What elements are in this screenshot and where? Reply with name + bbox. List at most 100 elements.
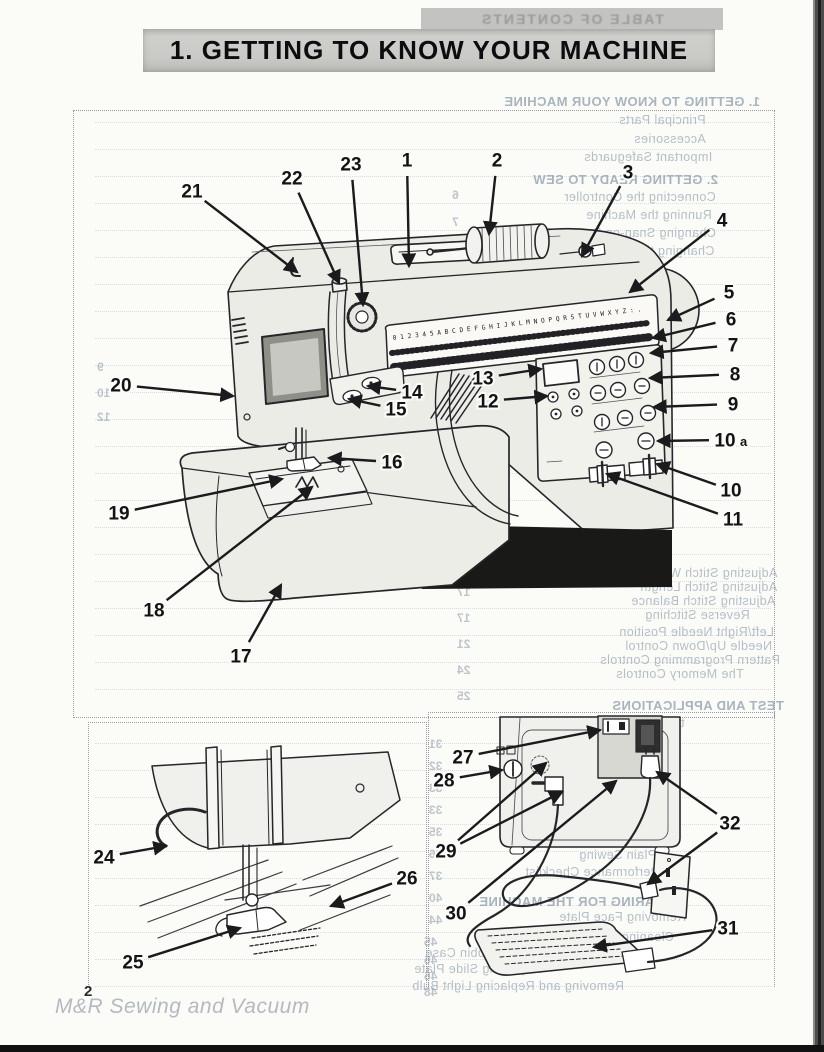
callout-label-30: 30: [445, 904, 466, 925]
bleedthrough-dot-leader: [95, 851, 771, 852]
toc-bleed-banner: TABLE OF CONTENTS: [421, 8, 723, 30]
callout-label-23: 23: [340, 155, 361, 176]
bleedthrough-dot-leader: [95, 932, 771, 933]
callout-arrow-29: [457, 761, 548, 842]
callout-arrow-12: [503, 389, 550, 405]
callout-arrow-10a: [655, 433, 710, 449]
callout-label-16: 16: [381, 453, 402, 474]
callout-arrow-32: [655, 770, 718, 815]
callout-arrow-15: [346, 394, 381, 409]
callout-label-20: 20: [110, 376, 131, 397]
callout-arrow-22: [297, 192, 341, 286]
callout-label-7: 7: [728, 336, 739, 357]
callout-arrow-30: [467, 779, 618, 904]
bleedthrough-dot-leader: [95, 824, 771, 825]
callout-arrow-2: [482, 175, 498, 237]
bleedthrough-dot-leader: [95, 770, 771, 771]
flat-bed: [179, 424, 510, 603]
bleedthrough-dot-leader: [95, 797, 771, 798]
callout-label-8: 8: [730, 365, 741, 386]
callout-label-10: 10: [720, 481, 741, 502]
scan-edge-right: [813, 0, 824, 1052]
title-banner: 1. GETTING TO KNOW YOUR MACHINE: [143, 29, 715, 72]
callout-arrow-20: [136, 385, 236, 403]
callout-arrow-5: [665, 297, 715, 322]
slide-plate: [262, 491, 373, 519]
callout-arrow-18: [165, 485, 314, 602]
callout-label-29: 29: [435, 842, 456, 863]
machine-plug: [640, 755, 661, 779]
callout-label-2: 2: [492, 151, 503, 172]
callout-arrow-24: [119, 840, 169, 856]
callout-arrow-31: [591, 929, 713, 953]
bleedthrough-dot-leader: [95, 689, 771, 690]
callout-arrow-32: [646, 831, 718, 886]
callout-arrow-6: [650, 321, 716, 343]
callout-label-12: 12: [477, 392, 498, 413]
bleedthrough-dot-leader: [95, 176, 771, 177]
callout-arrow-21: [203, 199, 299, 274]
bleedthrough-dot-leader: [95, 959, 771, 960]
callout-arrow-13: [498, 363, 544, 379]
callout-label-1: 1: [402, 151, 413, 172]
page-number: 2: [84, 983, 93, 1000]
bleedthrough-dot-leader: [95, 986, 771, 987]
power-cord: [501, 776, 652, 908]
bleedthrough-dot-leader: [95, 905, 771, 906]
rear-connections-detail-drawing: [466, 715, 718, 976]
wall-outlet: [650, 851, 691, 919]
callout-arrow-16: [326, 451, 377, 467]
bleedthrough-dot-leader: [95, 122, 771, 123]
page-title: 1. GETTING TO KNOW YOUR MACHINE: [169, 35, 689, 65]
sewing-machine-drawing: 0 1 2 3 4 5 A B C D E F G H I J K L M N …: [179, 223, 700, 603]
callout-label-4: 4: [717, 211, 728, 232]
callout-label-13: 13: [472, 369, 493, 390]
callout-arrow-7: [648, 344, 718, 360]
callout-label-26: 26: [396, 869, 417, 890]
callout-label-22: 22: [281, 169, 302, 190]
callout-label-9: 9: [728, 395, 739, 416]
callout-label-17: 17: [230, 647, 251, 668]
callout-label-suffix-10a: a: [740, 434, 748, 449]
callout-arrow-3: [580, 185, 622, 258]
callout-arrow-25: [147, 924, 243, 959]
watermark: M&R Sewing and Vacuum: [55, 995, 310, 1018]
lcd-display: [542, 359, 580, 387]
bleedthrough-dot-leader: [95, 878, 771, 879]
callout-arrow-19: [134, 474, 285, 511]
controller-cord: [466, 803, 560, 948]
bleedthrough-dot-leader: [95, 743, 771, 744]
callout-label-28: 28: [433, 771, 454, 792]
callout-label-27: 27: [452, 748, 473, 769]
callout-arrow-11: [604, 471, 719, 515]
callout-arrow-4: [628, 228, 711, 294]
bleedthrough-dot-leader: [95, 203, 771, 204]
detail-frame-right: [428, 712, 775, 987]
callout-label-10a: 10: [714, 431, 735, 452]
pedal-cord: [646, 887, 718, 964]
scan-edge-bottom: [0, 1045, 824, 1052]
detail-frame-left: [88, 722, 427, 987]
bleedthrough-dot-leader: [95, 608, 771, 609]
callout-label-32: 32: [719, 814, 740, 835]
callout-arrow-23: [351, 179, 370, 308]
callout-label-5: 5: [724, 283, 735, 304]
foot-controller: [474, 921, 643, 976]
bleedthrough-dot-leader: [95, 230, 771, 231]
callout-label-21: 21: [181, 182, 203, 203]
power-switch: [602, 718, 630, 735]
callout-arrow-14: [365, 380, 397, 396]
needle-area-detail-drawing: [139, 745, 401, 955]
spool-pin: [430, 246, 472, 254]
thread-spool: [473, 223, 544, 264]
callout-label-11: 11: [723, 510, 744, 531]
callout-arrow-8: [647, 369, 720, 385]
callout-arrow-17: [247, 583, 283, 643]
main-diagram-frame: [73, 110, 775, 718]
callout-label-14: 14: [401, 383, 423, 404]
callout-label-25: 25: [122, 953, 144, 974]
callout-arrow-27: [478, 725, 603, 756]
